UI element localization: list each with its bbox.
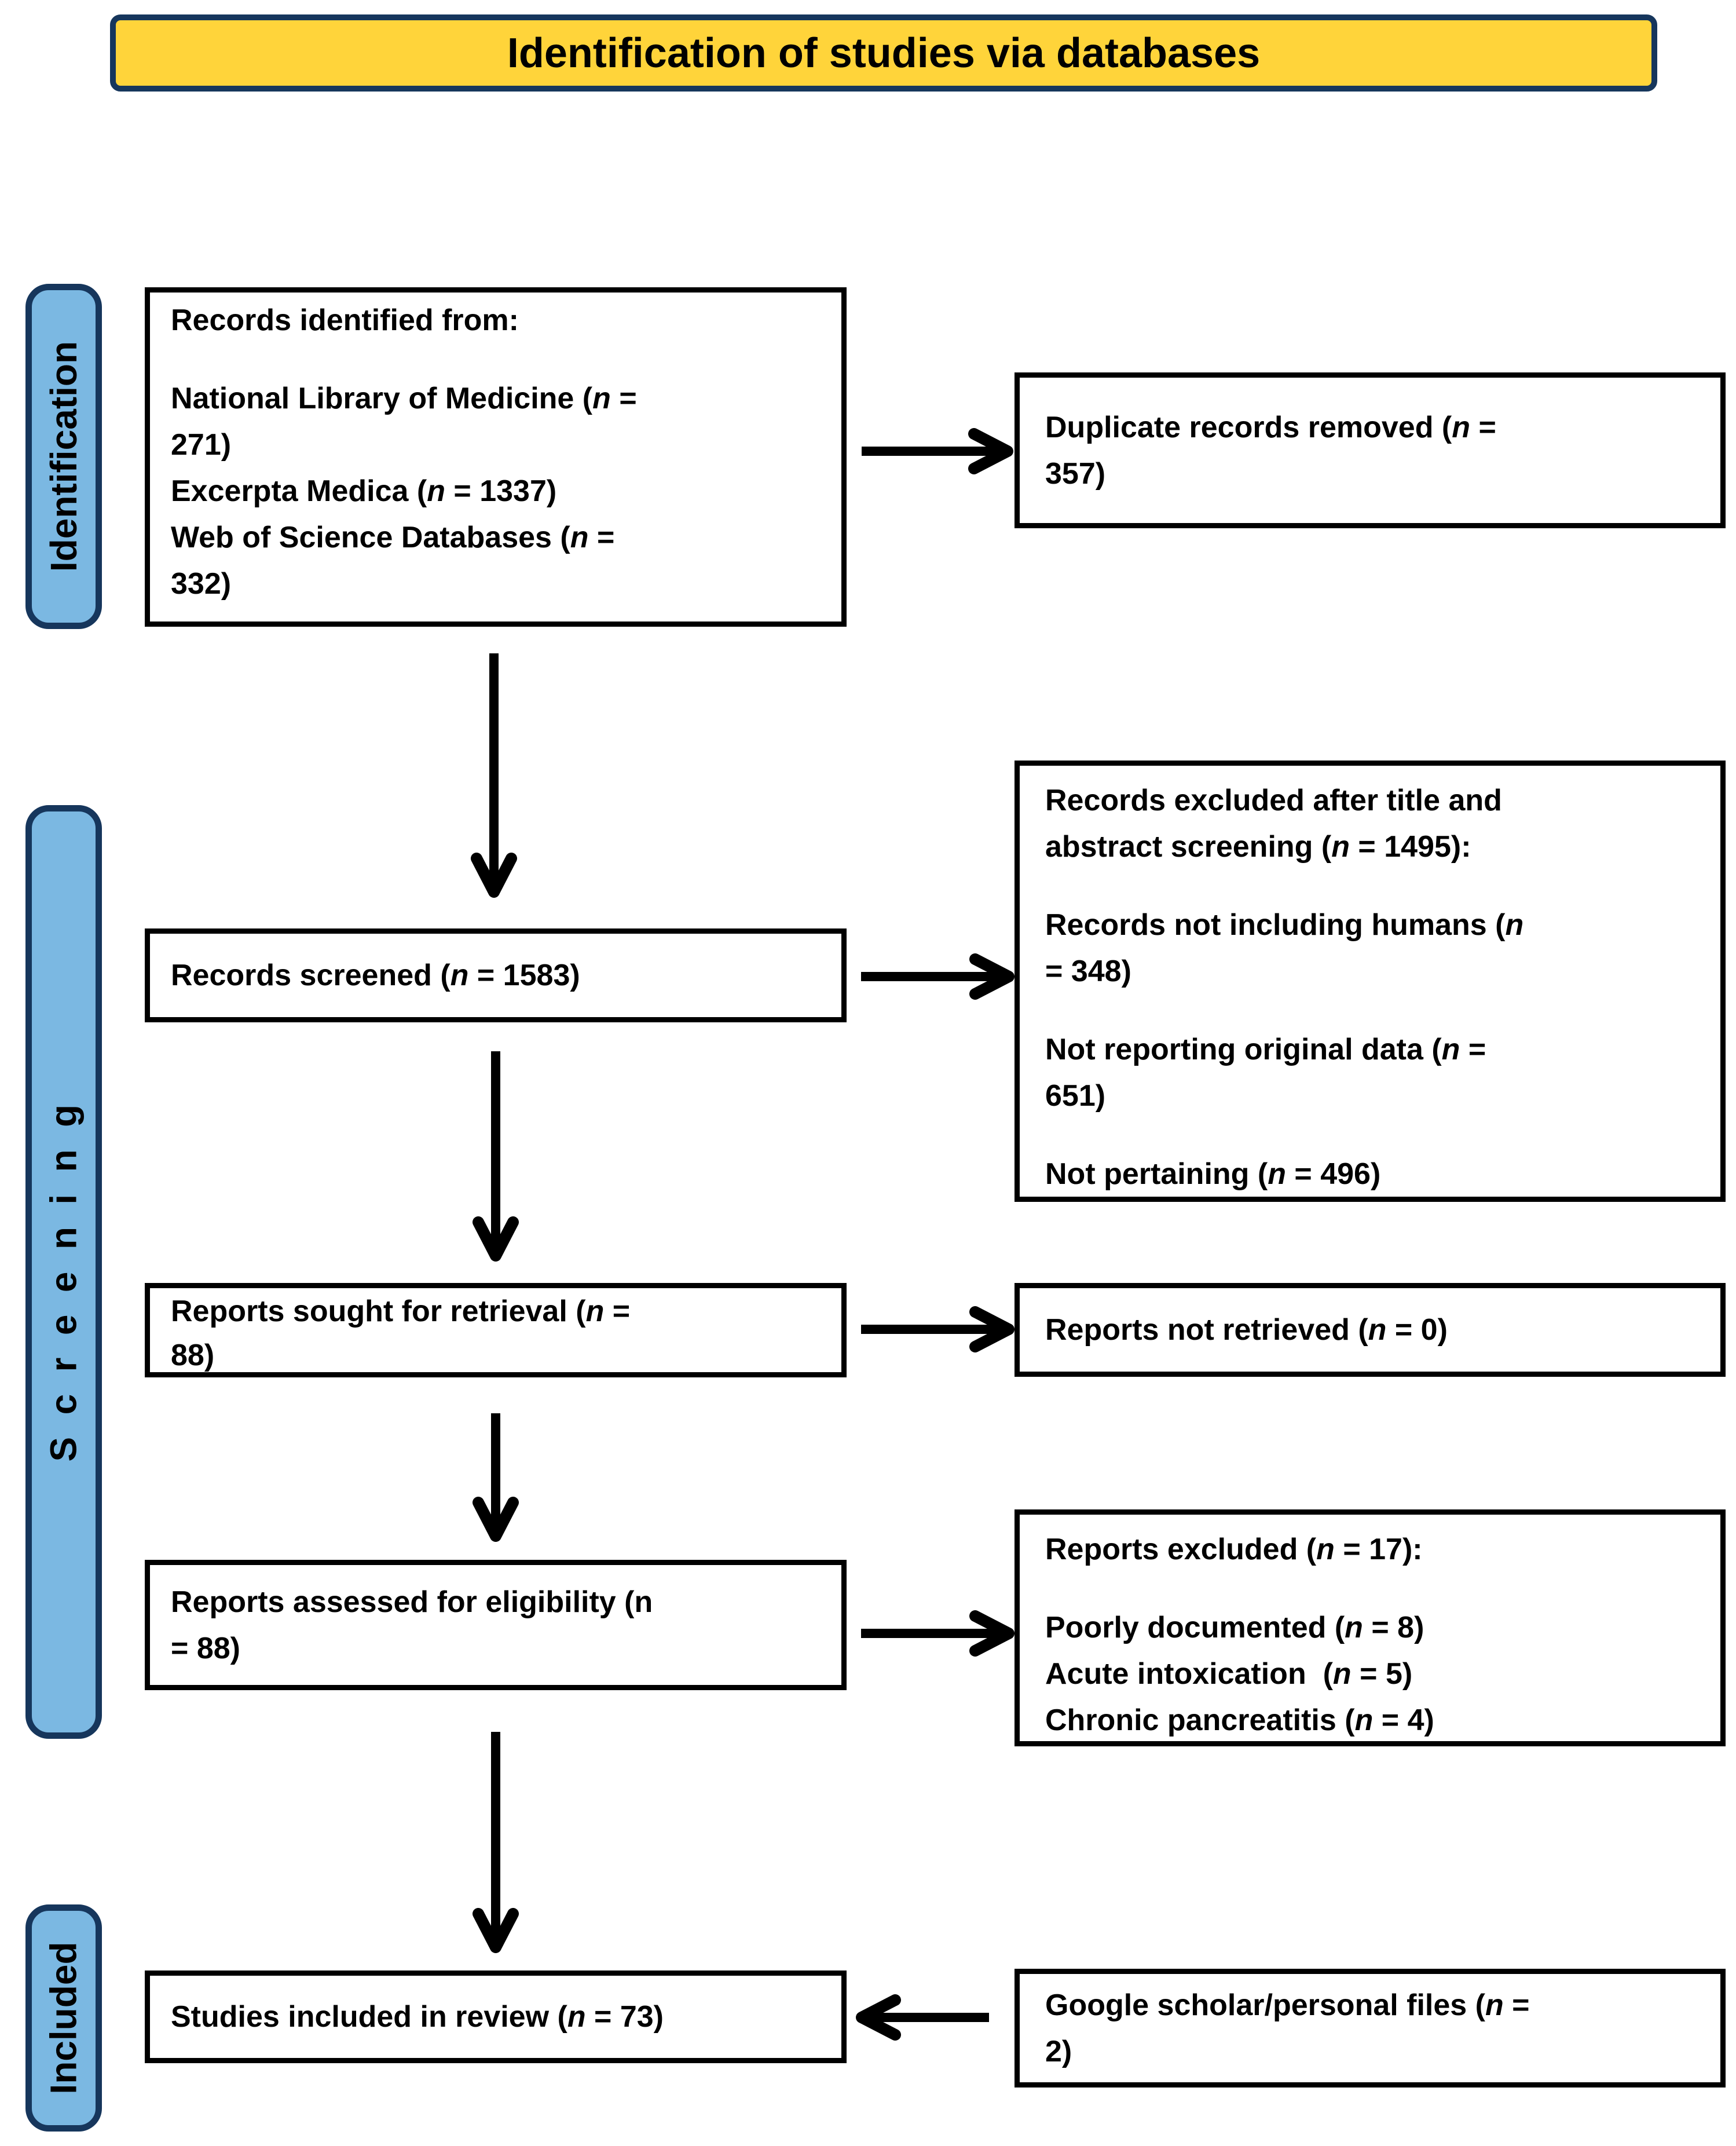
stage-label-included: Included (25, 1904, 102, 2132)
box-records-identified: Records identified from:National Library… (145, 287, 847, 627)
box-reports-excluded: Reports excluded (n = 17):Poorly documen… (1015, 1509, 1726, 1746)
box-reports-not-retrieved: Reports not retrieved (n = 0) (1015, 1283, 1726, 1377)
box-google-scholar-personal-files: Google scholar/personal files (n =2) (1015, 1969, 1726, 2087)
arrow-assessed-to-included (473, 1732, 519, 1953)
stage-label-identification: Identification (25, 284, 102, 629)
arrow-identified-to-screened (471, 653, 517, 898)
box-records-screened: Records screened (n = 1583) (145, 928, 847, 1022)
arrow-assessed-to-reports-excluded (861, 1610, 1015, 1657)
arrow-sought-to-assessed (473, 1413, 519, 1542)
box-duplicate-records-removed: Duplicate records removed (n =357) (1015, 372, 1726, 528)
stage-label-screening: Screening (25, 805, 102, 1739)
arrow-google-scholar-to-included (856, 1994, 989, 2041)
title-banner: Identification of studies via databases (110, 14, 1657, 92)
box-reports-sought-for-retrieval: Reports sought for retrieval (n =88) (145, 1283, 847, 1377)
stage-label-included-text: Included (43, 1942, 85, 2094)
arrow-screened-to-excluded (861, 953, 1015, 1000)
arrow-screened-to-sought (473, 1051, 519, 1262)
arrow-identified-to-duplicates (862, 428, 1013, 474)
arrow-sought-to-not-retrieved (861, 1306, 1015, 1352)
diagram-title: Identification of studies via databases (507, 30, 1261, 76)
box-reports-assessed-for-eligibility: Reports assessed for eligibility (n= 88) (145, 1560, 847, 1690)
stage-label-screening-text: Screening (43, 1082, 85, 1462)
box-studies-included-in-review: Studies included in review (n = 73) (145, 1970, 847, 2063)
stage-label-identification-text: Identification (43, 341, 85, 572)
